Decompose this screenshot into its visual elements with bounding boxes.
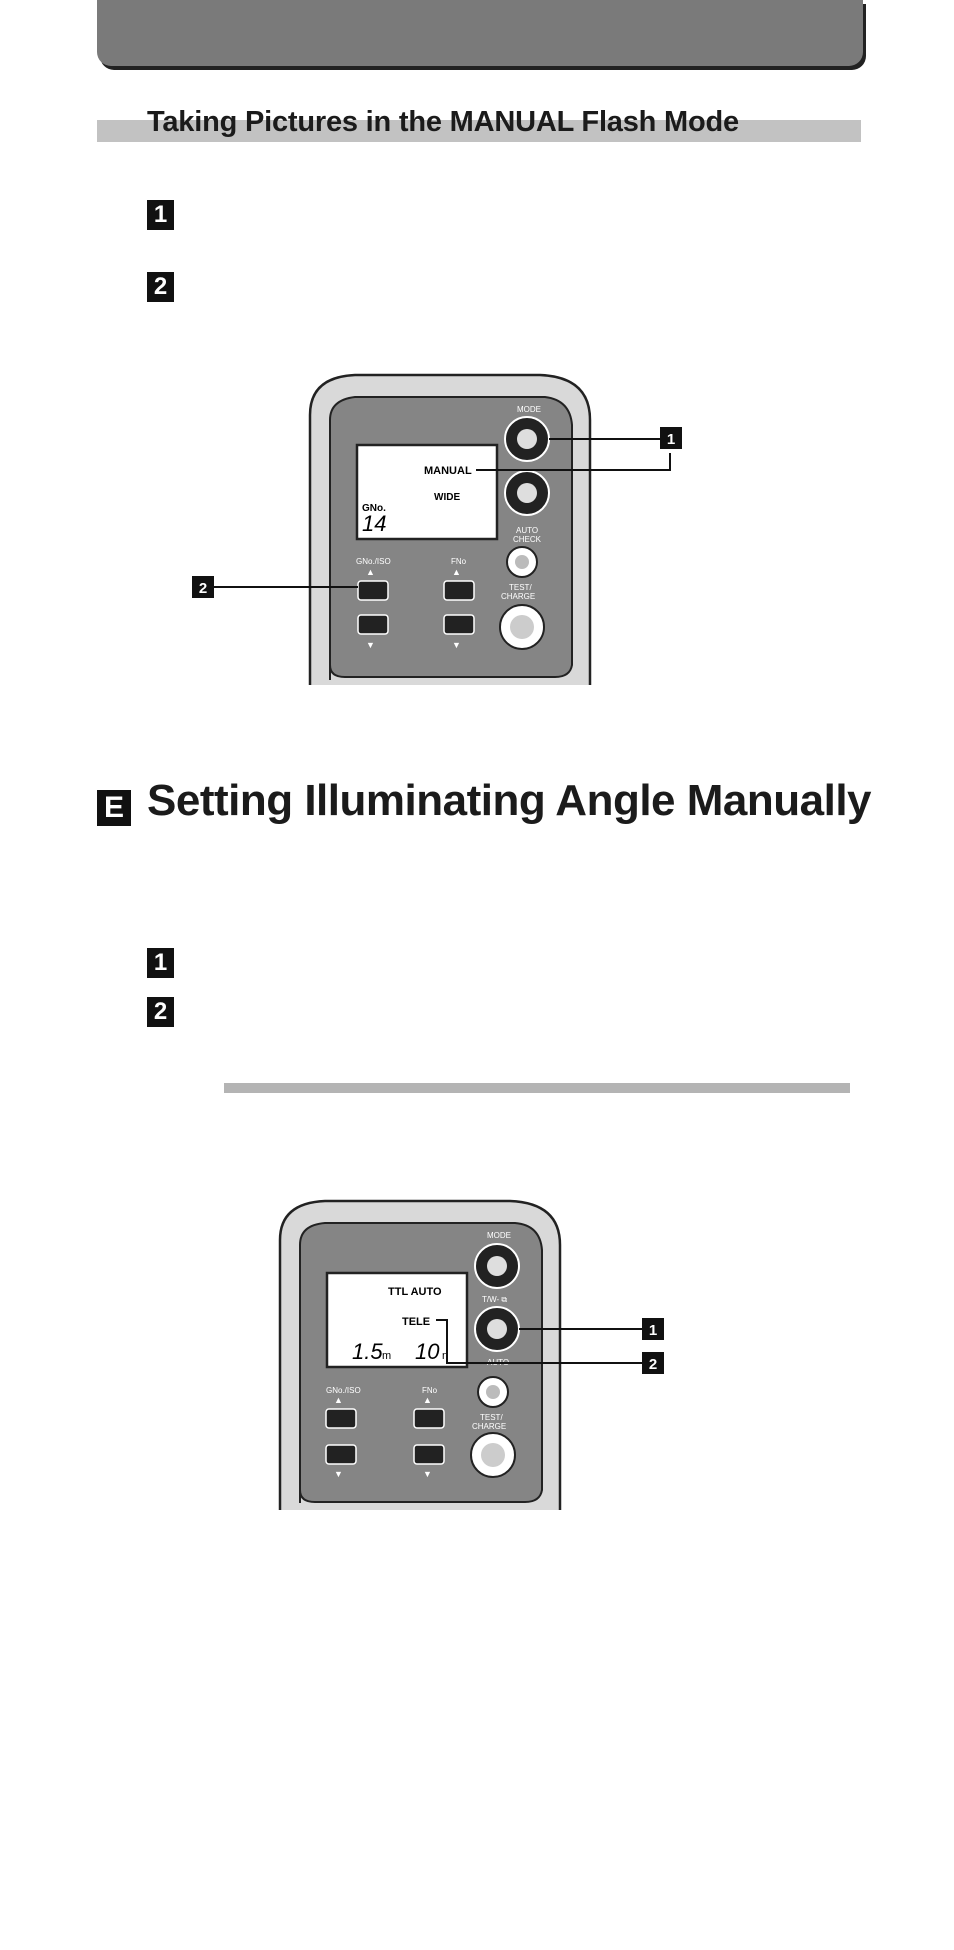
- svg-text:▼: ▼: [423, 1469, 432, 1479]
- auto-check-label-1: AUTO: [516, 526, 538, 535]
- fno-up-button: [443, 580, 475, 601]
- tw-label: T/W- ⧉: [482, 1295, 507, 1304]
- lcd-zoom-text: TELE: [402, 1316, 430, 1328]
- test-charge-label-1: TEST/: [509, 583, 532, 592]
- divider-rule: [224, 1083, 850, 1093]
- gno-iso-up-button: [325, 1408, 357, 1429]
- angle-step-1-marker: 1: [147, 948, 174, 978]
- lcd-mode-text: TTL AUTO: [388, 1286, 442, 1298]
- gno-iso-down-button: [325, 1444, 357, 1465]
- fno-label: FNo: [451, 557, 467, 566]
- lcd-distance-unit: m: [382, 1350, 391, 1362]
- gno-iso-down-button: [357, 614, 389, 635]
- svg-text:2: 2: [199, 580, 207, 597]
- svg-text:▼: ▼: [366, 640, 375, 650]
- test-charge-label-2: CHARGE: [472, 1422, 506, 1431]
- test-charge-label-1: TEST/: [480, 1413, 503, 1422]
- svg-text:▼: ▼: [334, 1469, 343, 1479]
- flash-panel-diagram-manual: MANUAL WIDE GNo. 14 MODE AUTO CHECK TEST…: [180, 365, 720, 685]
- fno-up-button: [413, 1408, 445, 1429]
- header-tab: [97, 0, 863, 66]
- svg-text:▲: ▲: [423, 1395, 432, 1405]
- fno-down-button: [443, 614, 475, 635]
- lcd-gno-value: 14: [362, 511, 386, 536]
- lcd-second-value: 10: [415, 1339, 440, 1364]
- gno-iso-label: GNo./ISO: [356, 557, 391, 566]
- fno-label: FNo: [422, 1386, 438, 1395]
- svg-text:▲: ▲: [452, 567, 461, 577]
- mode-label: MODE: [487, 1231, 511, 1240]
- callout-2: [192, 576, 214, 598]
- svg-text:▼: ▼: [452, 640, 461, 650]
- flash-panel-diagram-tele: TTL AUTO TELE 1.5 m 10 n MODE T/W- ⧉ AUT…: [270, 1195, 710, 1515]
- svg-text:▲: ▲: [334, 1395, 343, 1405]
- angle-step-2-marker: 2: [147, 997, 174, 1027]
- svg-text:1: 1: [649, 1322, 657, 1339]
- step-1-marker: 1: [147, 200, 174, 230]
- section-e-title: Setting Illuminating Angle Manually: [147, 776, 872, 825]
- lcd-mode-text: MANUAL: [424, 465, 472, 477]
- svg-text:1: 1: [667, 431, 675, 448]
- mode-label: MODE: [517, 405, 541, 414]
- svg-text:2: 2: [649, 1356, 657, 1373]
- subsection-title: Taking Pictures in the MANUAL Flash Mode: [147, 106, 739, 138]
- svg-text:▲: ▲: [366, 567, 375, 577]
- auto-check-label-2: CHECK: [513, 535, 542, 544]
- subhead-bar: [97, 120, 861, 142]
- gno-iso-label: GNo./ISO: [326, 1386, 361, 1395]
- callout-1: [642, 1318, 664, 1340]
- fno-down-button: [413, 1444, 445, 1465]
- lcd-zoom-text: WIDE: [434, 492, 460, 503]
- gno-iso-up-button: [357, 580, 389, 601]
- step-2-marker: 2: [147, 272, 174, 302]
- lcd-distance-value: 1.5: [352, 1339, 383, 1364]
- callout-2: [642, 1352, 664, 1374]
- section-e-marker: E: [97, 790, 131, 826]
- lcd-gno-label: GNo.: [362, 503, 386, 514]
- test-charge-label-2: CHARGE: [501, 592, 535, 601]
- lcd-screen: [355, 443, 499, 541]
- lcd-second-unit: n: [442, 1350, 448, 1362]
- callout-1: [660, 427, 682, 449]
